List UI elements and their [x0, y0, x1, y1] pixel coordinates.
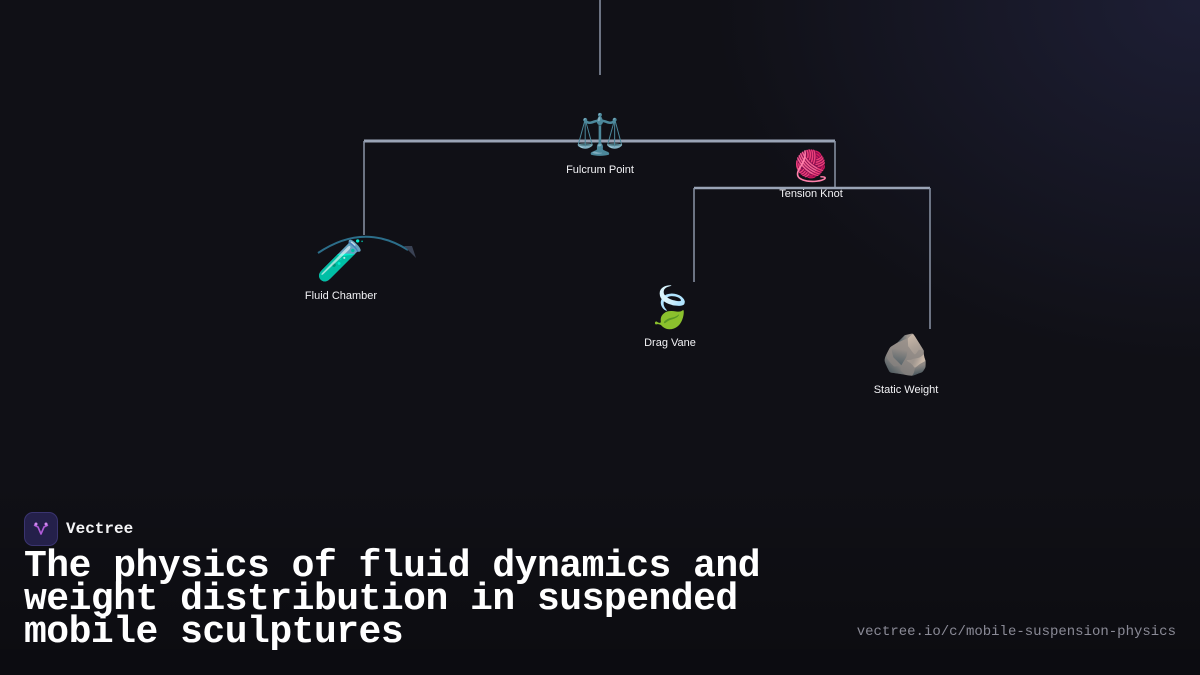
vectree-logo-icon — [24, 512, 58, 546]
rock-icon: 🪨 — [881, 332, 931, 378]
node-label: Drag Vane — [644, 337, 696, 349]
leaf-icon: 🍃 — [645, 285, 695, 331]
scales-icon: ⚖️ — [575, 112, 625, 158]
page-title: The physics of fluid dynamics and weight… — [24, 545, 761, 654]
node-static-weight: 🪨 Static Weight — [874, 332, 939, 396]
brand-name: Vectree — [66, 520, 134, 538]
node-tension-knot: 🧶 Tension Knot — [779, 149, 843, 201]
yarn-icon: 🧶 — [792, 149, 830, 184]
node-label: Tension Knot — [779, 188, 843, 200]
node-fulcrum-point: ⚖️ Fulcrum Point — [566, 112, 634, 176]
node-drag-vane: 🍃 Drag Vane — [644, 285, 696, 349]
node-fluid-chamber: 🧪 Fluid Chamber — [305, 238, 377, 302]
node-label: Static Weight — [873, 384, 939, 396]
node-label: Fulcrum Point — [566, 164, 634, 176]
test-tube-icon: 🧪 — [316, 238, 366, 284]
node-label: Fluid Chamber — [304, 290, 378, 302]
swing-arc — [317, 235, 409, 254]
page-url[interactable]: vectree.io/c/mobile-suspension-physics — [856, 624, 1176, 640]
swing-arrowhead — [404, 246, 416, 258]
brand[interactable]: Vectree — [24, 512, 133, 546]
